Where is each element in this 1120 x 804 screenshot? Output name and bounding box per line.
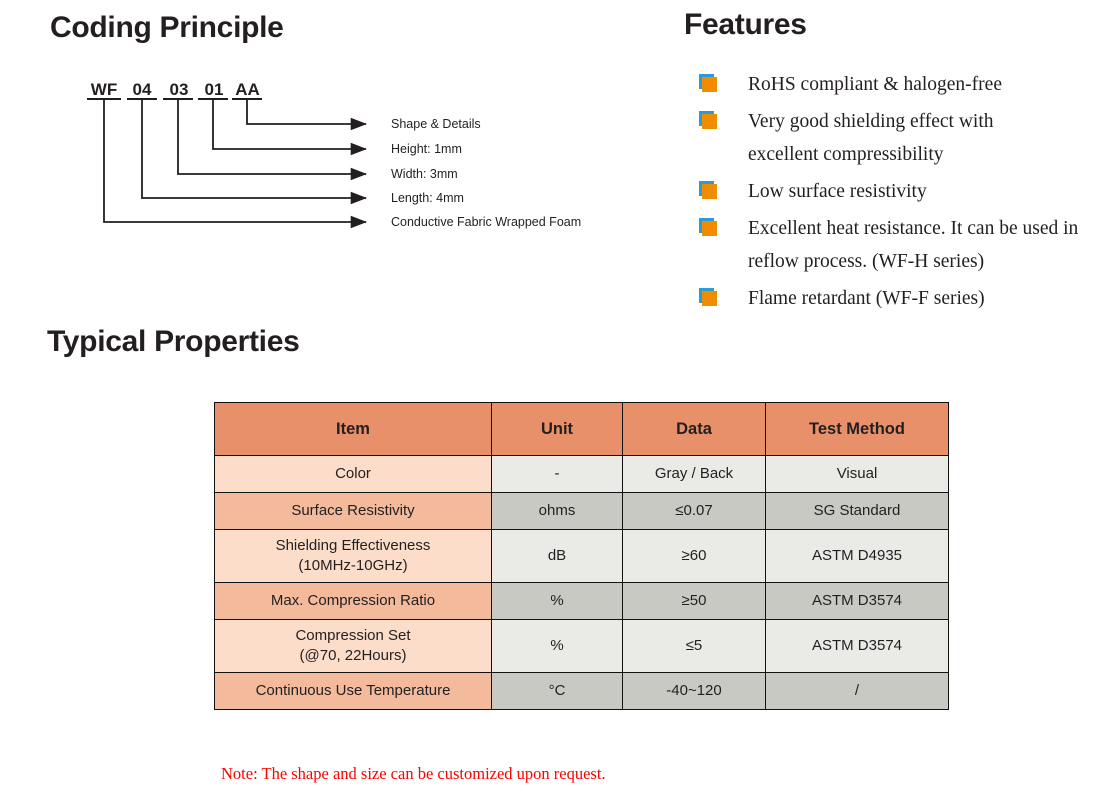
feature-item-text: Low surface resistivity	[748, 181, 927, 202]
code-segment-shape: AA	[235, 80, 260, 99]
table-row: Color - Gray / Back Visual	[214, 455, 949, 493]
cell-item: Compression Set (@70, 22Hours)	[214, 619, 492, 673]
cell-item: Max. Compression Ratio	[214, 582, 492, 620]
cell-method: Visual	[765, 455, 949, 493]
cell-unit: %	[491, 619, 623, 673]
orange-square-bullet-icon	[694, 175, 748, 204]
cell-item: Shielding Effectiveness (10MHz-10GHz)	[214, 529, 492, 583]
feature-list-item: Low surface resistivity	[694, 175, 1114, 208]
coding-label-shape: Shape & Details	[391, 117, 481, 131]
coding-label-length: Length: 4mm	[391, 191, 464, 205]
cell-unit: -	[491, 455, 623, 493]
column-header-item: Item	[214, 402, 492, 456]
orange-square-bullet-icon	[694, 282, 748, 311]
cell-unit: %	[491, 582, 623, 620]
coding-label-height: Height: 1mm	[391, 142, 462, 156]
code-segment-prefix: WF	[90, 80, 118, 99]
feature-item-text: RoHS compliant & halogen-free	[748, 74, 1002, 95]
cell-data: ≥60	[622, 529, 766, 583]
coding-label-width: Width: 3mm	[391, 167, 458, 181]
table-header-row: Item Unit Data Test Method	[214, 402, 949, 456]
cell-data: -40~120	[622, 672, 766, 710]
typical-properties-table: Item Unit Data Test Method Color - Gray …	[214, 402, 949, 710]
table-note: Note: The shape and size can be customiz…	[221, 764, 606, 783]
cell-item: Surface Resistivity	[214, 492, 492, 530]
orange-square-bullet-icon	[694, 68, 748, 97]
orange-square-bullet-icon	[694, 105, 748, 134]
cell-data: ≥50	[622, 582, 766, 620]
table-row: Surface Resistivity ohms ≤0.07 SG Standa…	[214, 492, 949, 530]
feature-list-item: RoHS compliant & halogen-free	[694, 68, 1114, 101]
cell-unit: dB	[491, 529, 623, 583]
cell-method: SG Standard	[765, 492, 949, 530]
features-list: RoHS compliant & halogen-free Very good …	[694, 68, 1114, 319]
cell-item: Continuous Use Temperature	[214, 672, 492, 710]
cell-method: ASTM D4935	[765, 529, 949, 583]
table-row: Compression Set (@70, 22Hours) % ≤5 ASTM…	[214, 619, 949, 673]
table-row: Continuous Use Temperature °C -40~120 /	[214, 672, 949, 710]
column-header-data: Data	[622, 402, 766, 456]
column-header-unit: Unit	[491, 402, 623, 456]
feature-item-text: Very good shielding effect with excellen…	[748, 111, 994, 165]
cell-method: /	[765, 672, 949, 710]
code-segment-length: 04	[132, 80, 152, 99]
feature-list-item: Flame retardant (WF-F series)	[694, 282, 1114, 315]
table-row: Max. Compression Ratio % ≥50 ASTM D3574	[214, 582, 949, 620]
cell-data: ≤5	[622, 619, 766, 673]
cell-item: Color	[214, 455, 492, 493]
table-row: Shielding Effectiveness (10MHz-10GHz) dB…	[214, 529, 949, 583]
coding-label-material: Conductive Fabric Wrapped Foam	[391, 215, 582, 229]
code-segment-height: 01	[204, 80, 224, 99]
cell-unit: °C	[491, 672, 623, 710]
feature-item-text: Excellent heat resistance. It can be use…	[748, 218, 1079, 272]
feature-item-text: Flame retardant (WF-F series)	[748, 288, 985, 309]
feature-list-item: Excellent heat resistance. It can be use…	[694, 212, 1114, 278]
cell-data: Gray / Back	[622, 455, 766, 493]
page-title-coding-principle: Coding Principle	[50, 11, 284, 44]
orange-square-bullet-icon	[694, 212, 748, 241]
column-header-test-method: Test Method	[765, 402, 949, 456]
cell-method: ASTM D3574	[765, 582, 949, 620]
code-segment-width: 03	[169, 80, 189, 99]
page-title-typical-properties: Typical Properties	[47, 325, 300, 358]
coding-connector-lines	[87, 98, 367, 229]
cell-data: ≤0.07	[622, 492, 766, 530]
cell-method: ASTM D3574	[765, 619, 949, 673]
coding-principle-diagram: WF 04 03 01 AA Shape & Details Height: 1…	[0, 0, 680, 250]
cell-unit: ohms	[491, 492, 623, 530]
page-title-features: Features	[684, 8, 807, 41]
feature-list-item: Very good shielding effect with excellen…	[694, 105, 1114, 171]
